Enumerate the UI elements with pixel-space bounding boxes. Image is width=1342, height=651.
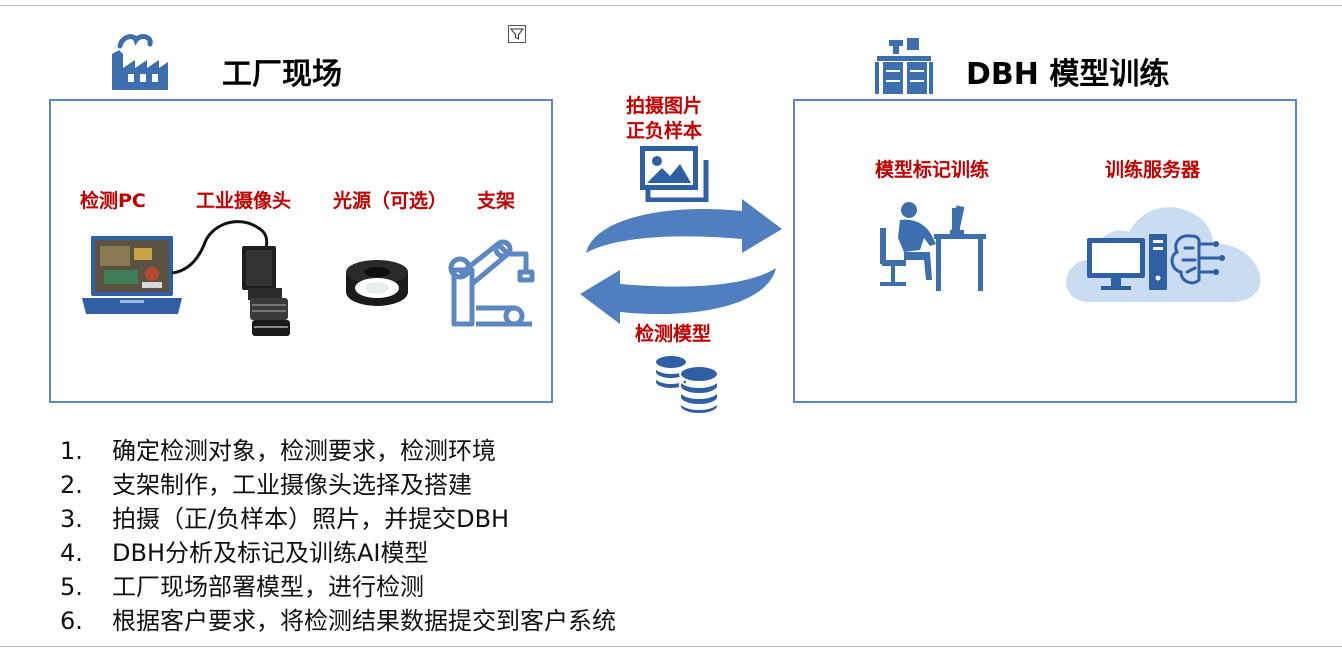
laptop-icon: [82, 234, 182, 320]
step-item: 3. 拍摄（正/负样本）照片，并提交DBH: [60, 502, 616, 536]
robot-arm-stand-icon: [446, 236, 538, 334]
database-icon: [653, 352, 721, 418]
download-label: 检测模型: [635, 323, 712, 345]
step-text: 根据客户要求，将检测结果数据提交到客户系统: [112, 607, 616, 635]
step-text: 工厂现场部署模型，进行检测: [112, 573, 424, 601]
cloud-server-ai-icon: [1063, 196, 1265, 308]
person-at-computer-icon: [874, 198, 986, 296]
training-title: DBH 模型训练: [966, 57, 1170, 92]
label-training-server: 训练服务器: [1105, 159, 1201, 181]
factory-icon: [106, 28, 172, 98]
step-item: 4. DBH分析及标记及训练AI模型: [60, 536, 616, 570]
step-number: 6.: [60, 607, 83, 635]
bottom-divider: [0, 646, 1342, 647]
label-pc: 检测PC: [80, 190, 146, 212]
label-light: 光源（可选）: [333, 190, 448, 212]
arrow-right-icon: [584, 197, 784, 263]
step-number: 1.: [60, 437, 83, 465]
filter-icon[interactable]: [508, 25, 526, 43]
step-number: 4.: [60, 539, 83, 567]
upload-label-line2: 正负样本: [626, 120, 703, 142]
label-stand: 支架: [477, 190, 516, 212]
process-steps: 1. 确定检测对象，检测要求，检测环境 2. 支架制作，工业摄像头选择及搭建 3. 拍…: [60, 434, 616, 638]
camera-cable-icon: [168, 215, 278, 289]
step-item: 5. 工厂现场部署模型，进行检测: [60, 570, 616, 604]
industrial-camera-icon: [236, 242, 292, 348]
arrow-left-icon: [578, 264, 778, 330]
step-number: 5.: [60, 573, 83, 601]
step-item: 2. 支架制作，工业摄像头选择及搭建: [60, 468, 616, 502]
step-number: 3.: [60, 505, 83, 533]
label-annotate-train: 模型标记训练: [875, 159, 990, 181]
upload-label-line1: 拍摄图片: [626, 95, 703, 117]
step-item: 1. 确定检测对象，检测要求，检测环境: [60, 434, 616, 468]
step-item: 6. 根据客户要求，将检测结果数据提交到客户系统: [60, 604, 616, 638]
image-gallery-icon: [640, 146, 710, 206]
top-divider: [0, 5, 1342, 6]
factory-title: 工厂现场: [222, 57, 342, 92]
step-text: 支架制作，工业摄像头选择及搭建: [112, 471, 472, 499]
label-camera: 工业摄像头: [196, 190, 292, 212]
step-text: DBH分析及标记及训练AI模型: [112, 539, 429, 567]
step-text: 确定检测对象，检测要求，检测环境: [112, 437, 496, 465]
step-text: 拍摄（正/负样本）照片，并提交DBH: [112, 505, 510, 533]
ring-light-icon: [344, 258, 410, 312]
office-desk-icon: [871, 38, 937, 100]
step-number: 2.: [60, 471, 83, 499]
